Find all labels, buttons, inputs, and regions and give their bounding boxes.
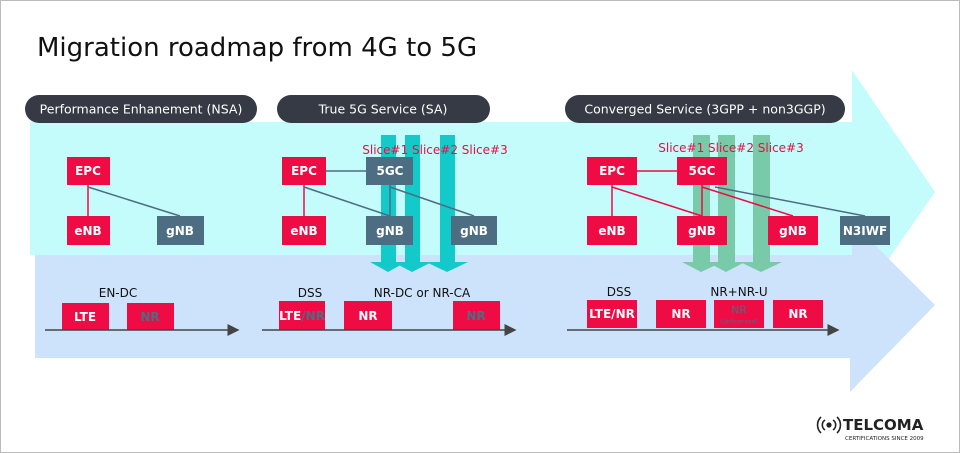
connections	[87, 170, 866, 217]
node-enb-sa: eNB	[282, 216, 326, 245]
svg-text:TELCOMA: TELCOMA	[843, 416, 924, 434]
spectrum-lte-nsa: LTE	[62, 303, 109, 330]
spectrum-nr2-sa: NR	[453, 301, 500, 330]
spectrum-nr2-converged: NR	[773, 300, 823, 328]
svg-text:CERTIFICATIONS SINCE 2009: CERTIFICATIONS SINCE 2009	[845, 436, 924, 442]
svg-text:eNB: eNB	[290, 224, 317, 238]
slice-arrows-converged	[682, 135, 782, 272]
svg-text:Performance Enhanement (NSA): Performance Enhanement (NSA)	[40, 102, 243, 117]
svg-text:gNB: gNB	[460, 224, 488, 238]
slice-arrows-sa	[370, 135, 468, 272]
node-epc-converged: EPC	[587, 157, 637, 185]
svg-text:LTE: LTE	[74, 310, 96, 324]
spectrum-nr-nsa: NR	[127, 303, 174, 330]
svg-text:LTE/NR: LTE/NR	[589, 307, 635, 321]
header-pill-nsa: Performance Enhanement (NSA)	[25, 95, 257, 123]
spectrum-nr1-sa: NR	[344, 301, 392, 330]
svg-text:eNB: eNB	[74, 224, 101, 238]
node-epc-nsa: EPC	[67, 157, 110, 185]
mode-label-sa: NR-DC or NR-CA	[374, 286, 471, 300]
slice-labels-sa: Slice#1 Slice#2 Slice#3	[362, 143, 508, 157]
svg-text:True 5G Service (SA): True 5G Service (SA)	[318, 102, 448, 117]
svg-text:LTE/NR: LTE/NR	[279, 309, 325, 323]
spectrum-nr-unlicensed-converged: NR (Unlicensed)	[714, 300, 764, 328]
spectrum-nr1-converged: NR	[656, 300, 706, 328]
node-gnb1-converged: gNB	[677, 216, 727, 245]
spectrum-lte-nr-converged: LTE/NR	[587, 300, 637, 328]
svg-text:NR: NR	[140, 310, 159, 324]
svg-text:5GC: 5GC	[688, 164, 715, 178]
svg-text:NR: NR	[671, 307, 690, 321]
svg-text:EPC: EPC	[599, 164, 625, 178]
header-pill-sa: True 5G Service (SA)	[277, 95, 490, 123]
svg-text:5GC: 5GC	[376, 164, 403, 178]
svg-text:N3IWF: N3IWF	[843, 224, 887, 238]
svg-text:gNB: gNB	[166, 224, 194, 238]
node-5gc-converged: 5GC	[677, 157, 727, 185]
svg-text:NR: NR	[788, 307, 807, 321]
svg-text:EPC: EPC	[291, 164, 317, 178]
node-enb-converged: eNB	[587, 216, 637, 245]
node-enb-nsa: eNB	[67, 216, 110, 245]
node-gnb1-sa: gNB	[366, 216, 413, 245]
node-gnb2-sa: gNB	[451, 216, 497, 245]
node-gnb2-converged: gNB	[768, 216, 818, 245]
node-n3iwf-converged: N3IWF	[840, 216, 890, 245]
svg-text:gNB: gNB	[779, 224, 807, 238]
svg-text:gNB: gNB	[688, 224, 716, 238]
mode-label-converged: NR+NR-U	[710, 285, 767, 299]
node-gnb-nsa: gNB	[157, 216, 204, 245]
header-pill-converged: Converged Service (3GPP + non3GGP)	[565, 95, 845, 123]
node-epc-sa: EPC	[282, 157, 326, 185]
signal-icon	[816, 416, 842, 434]
svg-text:(Unlicensed): (Unlicensed)	[720, 319, 758, 326]
svg-text:eNB: eNB	[598, 224, 625, 238]
svg-text:Converged Service (3GPP + non3: Converged Service (3GPP + non3GGP)	[584, 102, 825, 117]
dss-label-sa: DSS	[298, 286, 322, 300]
mode-label-nsa: EN-DC	[99, 286, 138, 300]
svg-text:NR: NR	[358, 309, 377, 323]
page-title: Migration roadmap from 4G to 5G	[37, 33, 477, 63]
svg-text:NR: NR	[466, 309, 485, 323]
svg-text:NR: NR	[731, 304, 747, 317]
slice-labels-converged: Slice#1 Slice#2 Slice#3	[658, 141, 804, 155]
telcoma-logo: TELCOMA CERTIFICATIONS SINCE 2009	[816, 416, 924, 442]
node-5gc-sa: 5GC	[366, 157, 413, 185]
spectrum-lte-nr-sa: LTE/NR	[279, 301, 325, 330]
svg-text:EPC: EPC	[75, 164, 101, 178]
svg-text:gNB: gNB	[376, 224, 404, 238]
dss-label-converged: DSS	[607, 285, 631, 299]
